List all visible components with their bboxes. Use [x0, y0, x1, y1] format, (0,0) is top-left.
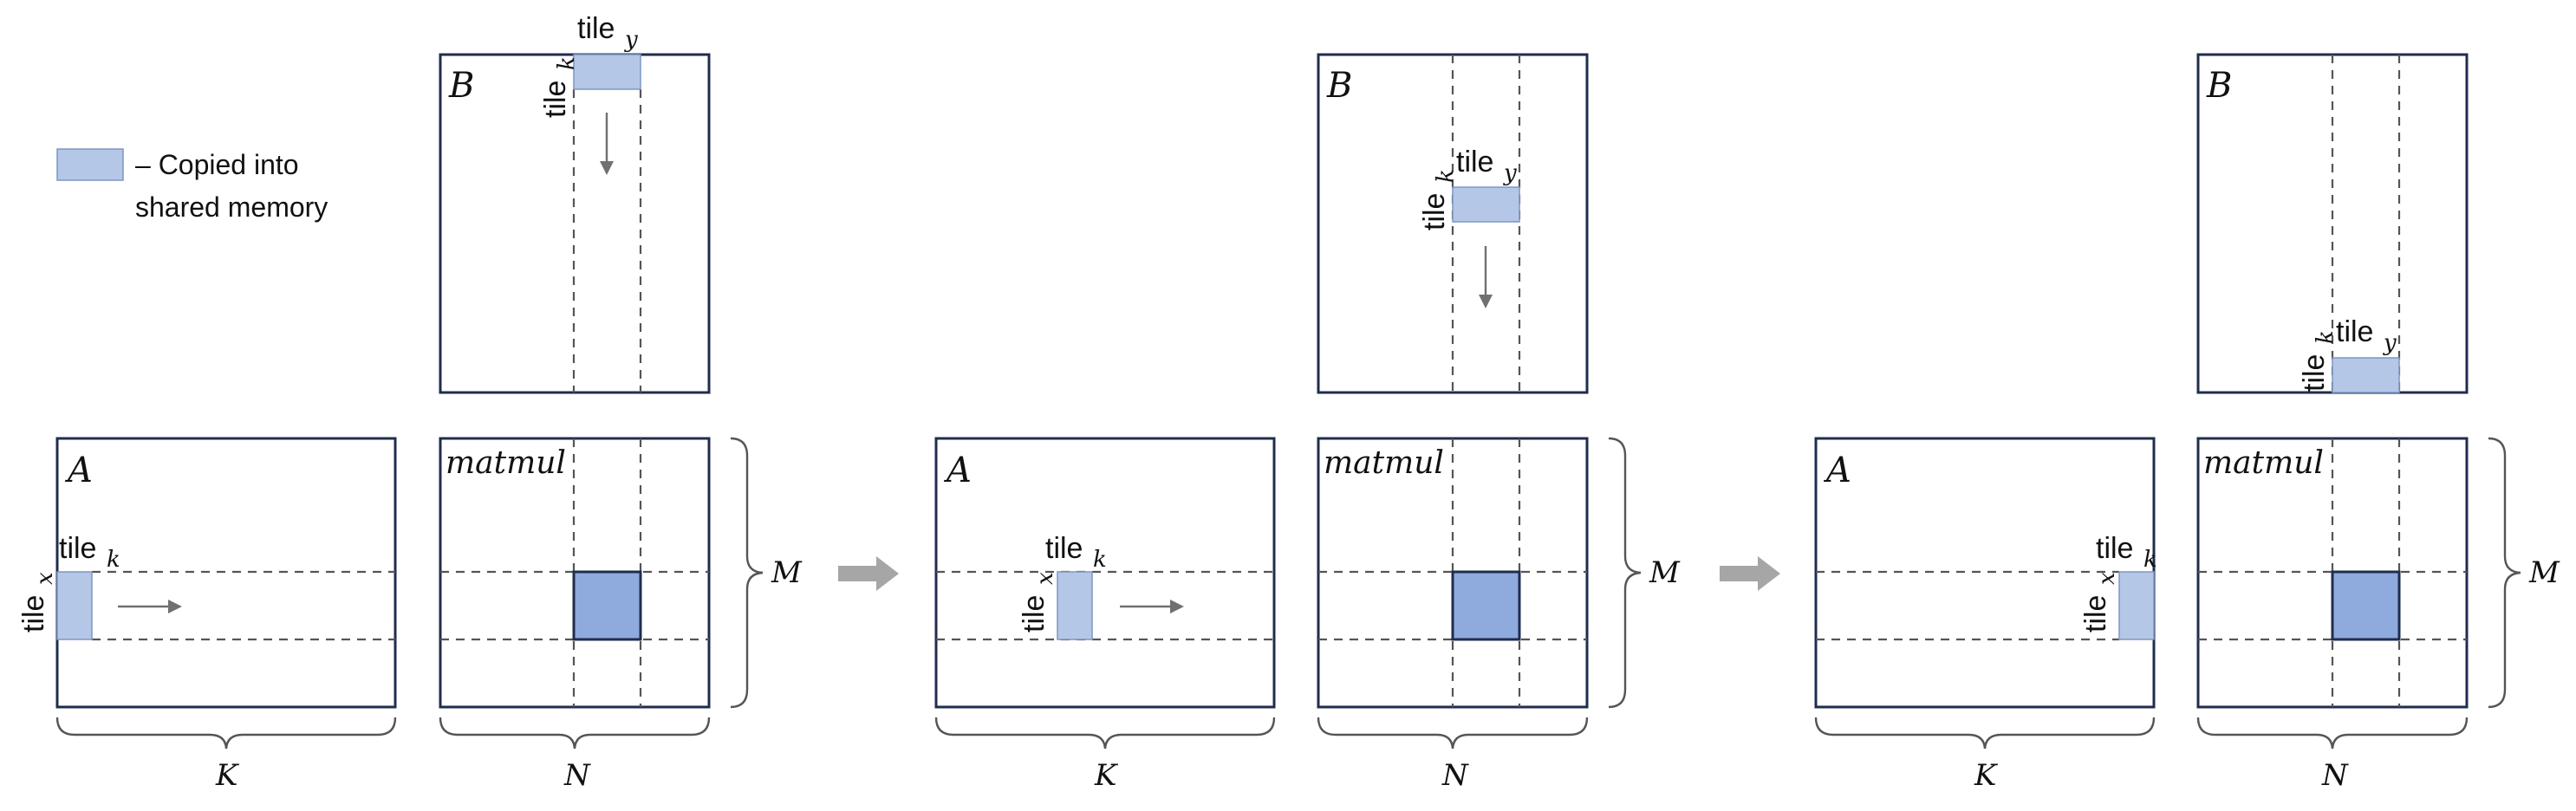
svg-text:k: k [2313, 330, 2339, 344]
tile-k-label: tile k [59, 532, 120, 573]
step-arrow-right-icon [1720, 556, 1780, 591]
dimension-k-label: K [215, 758, 240, 793]
b-tile [1452, 186, 1520, 223]
dimension-n-label: N [563, 758, 591, 793]
matrix-a-label: A [943, 451, 972, 490]
svg-text:y: y [2383, 330, 2397, 356]
dimension-m-label: M [771, 555, 803, 590]
svg-text:k: k [2143, 547, 2157, 573]
legend-text-line1: – Copied into [135, 149, 299, 180]
tile-x-label: tile x [2079, 572, 2120, 633]
matrix-b: B tile y tile k [1317, 53, 1589, 394]
matmul-label: matmul [2203, 445, 2324, 481]
tile-k-label: tile k [2298, 330, 2339, 392]
legend: – Copied into shared memory [56, 148, 328, 223]
brace-n [439, 717, 711, 749]
matrix-a-label: A [1823, 451, 1851, 490]
panel-step-1: B tile y tile k A tile k tile [17, 12, 803, 793]
svg-text:k: k [1093, 547, 1107, 573]
a-tile [1057, 571, 1093, 640]
panel-step-2: B tile y tile k A tile k tile [934, 53, 1681, 793]
svg-text:tile: tile [1456, 146, 1493, 178]
matrix-b: B tile y tile k [2196, 53, 2469, 394]
tile-y-label: tile y [2336, 315, 2397, 356]
svg-text:tile: tile [2096, 532, 2133, 565]
step-arrow-right-icon [838, 556, 899, 591]
matrix-b-label: B [448, 66, 474, 106]
tile-y-label: tile y [577, 12, 638, 53]
matmul-label: matmul [446, 445, 566, 481]
a-tile [2118, 571, 2155, 640]
tile-k-label: tile k [1418, 169, 1459, 230]
brace-k [934, 717, 1276, 749]
legend-text-line2: shared memory [135, 191, 328, 223]
brace-m [2488, 437, 2521, 709]
brace-k [1814, 717, 2156, 749]
svg-text:tile: tile [2079, 595, 2112, 633]
tile-k-label: tile k [1045, 532, 1107, 573]
svg-text:y: y [1503, 160, 1517, 186]
svg-text:k: k [554, 56, 580, 70]
dimension-m-label: M [1649, 555, 1681, 590]
matrix-b-label: B [2206, 66, 2232, 106]
matrix-a: A tile k tile x [934, 437, 1276, 709]
matrix-a: A tile k tile x [1814, 437, 2157, 709]
matrix-b: B tile y tile k [439, 12, 711, 394]
tile-k-label: tile k [2096, 532, 2157, 573]
brace-n [1317, 717, 1589, 749]
dimension-m-label: M [2528, 555, 2560, 590]
brace-n [2196, 717, 2469, 749]
brace-m [730, 437, 764, 709]
matrix-result: matmul [1317, 437, 1589, 709]
svg-text:tile: tile [17, 595, 50, 633]
svg-text:x: x [32, 572, 58, 585]
tile-x-label: tile x [1018, 572, 1058, 633]
matrix-a: A tile k tile x [17, 437, 397, 709]
b-tile [2332, 357, 2400, 393]
tile-y-label: tile y [1456, 146, 1517, 186]
svg-text:tile: tile [577, 12, 615, 45]
b-tile [573, 54, 641, 90]
matrix-result: matmul [2196, 437, 2469, 709]
svg-text:x: x [2094, 572, 2120, 585]
brace-k [55, 717, 397, 749]
dimension-n-label: N [2321, 758, 2349, 793]
matrix-a-label: A [64, 451, 93, 490]
a-tile [56, 571, 93, 640]
matrix-b-label: B [1326, 66, 1352, 106]
panel-step-3: B tile y tile k A tile k tile x [1814, 53, 2560, 793]
svg-text:k: k [107, 547, 120, 573]
svg-text:x: x [1032, 572, 1058, 585]
tile-k-label: tile k [539, 56, 580, 118]
result-block [572, 570, 642, 641]
svg-text:tile: tile [1018, 595, 1051, 633]
svg-text:k: k [1433, 169, 1459, 183]
matrix-result: matmul [439, 437, 711, 709]
dimension-n-label: N [1441, 758, 1469, 793]
dimension-k-label: K [1974, 758, 1999, 793]
matmul-label: matmul [1324, 445, 1444, 481]
svg-text:tile: tile [539, 81, 572, 118]
svg-text:tile: tile [59, 532, 96, 565]
result-block [2331, 570, 2401, 641]
result-block [1451, 570, 1521, 641]
svg-text:tile: tile [2336, 315, 2373, 348]
svg-text:tile: tile [1418, 193, 1451, 230]
brace-m [1608, 437, 1642, 709]
legend-swatch [56, 148, 124, 181]
svg-text:y: y [624, 27, 638, 53]
svg-text:tile: tile [2298, 354, 2331, 392]
tile-x-label: tile x [17, 572, 58, 633]
dimension-k-label: K [1094, 758, 1119, 793]
svg-text:tile: tile [1045, 532, 1083, 565]
